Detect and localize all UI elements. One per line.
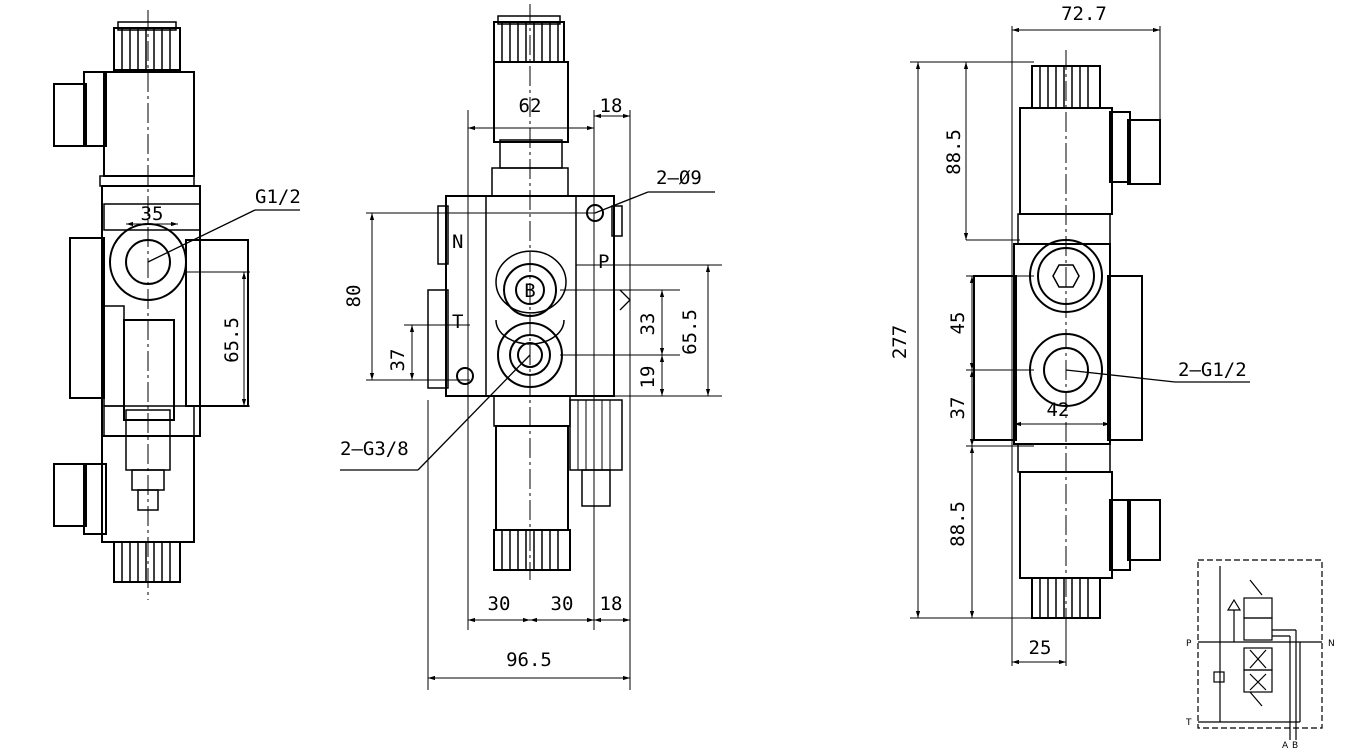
center-dim-30-b: 30: [551, 593, 574, 615]
center-dim-96-5: 96.5: [506, 649, 552, 671]
schematic-label-n: N: [1328, 639, 1335, 649]
center-dim-18-top: 18: [600, 95, 623, 117]
center-letter-n: N: [452, 231, 463, 253]
right-side-view: [910, 26, 1250, 666]
center-dim-33: 33: [637, 313, 659, 336]
right-dim-42: 42: [1047, 399, 1070, 421]
center-dim-19: 19: [637, 366, 659, 389]
left-dim-35: 35: [141, 203, 164, 225]
center-dim-80: 80: [343, 285, 365, 308]
right-dim-88-5-bottom: 88.5: [947, 501, 969, 547]
right-dim-37: 37: [947, 397, 969, 420]
right-dim-277: 277: [889, 325, 911, 359]
right-dim-88-5-top: 88.5: [943, 129, 965, 175]
schematic-label-p: P: [1186, 639, 1192, 649]
center-hole-label: 2—Ø9: [656, 167, 702, 189]
center-dim-18-bottom: 18: [600, 593, 623, 615]
right-dim-72-7: 72.7: [1061, 3, 1107, 25]
left-side-view: [53, 10, 300, 600]
center-port-label: 2—G3/8: [340, 438, 409, 460]
center-dim-30-a: 30: [488, 593, 511, 615]
center-letter-b: B: [524, 280, 535, 302]
center-letter-t: T: [452, 311, 463, 333]
center-dim-37: 37: [387, 349, 409, 372]
hydraulic-schematic: [1197, 559, 1323, 740]
schematic-label-t: T: [1185, 718, 1192, 728]
center-letter-p: P: [598, 251, 609, 273]
left-port-label: G1/2: [255, 186, 301, 208]
right-port-label: 2—G1/2: [1178, 359, 1247, 381]
right-dim-45: 45: [947, 312, 969, 335]
schematic-label-b: B: [1292, 741, 1298, 751]
right-dim-25: 25: [1029, 637, 1052, 659]
center-dim-62: 62: [519, 95, 542, 117]
left-dim-65-5: 65.5: [221, 317, 243, 363]
center-front-view: [340, 4, 722, 690]
center-dim-65-5: 65.5: [679, 309, 701, 355]
schematic-label-a: A: [1282, 741, 1289, 751]
